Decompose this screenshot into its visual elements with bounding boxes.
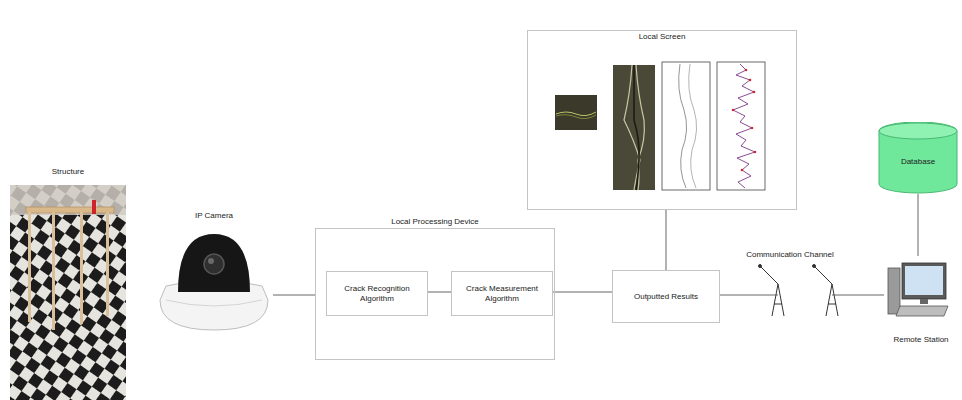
- channel-label: Communication Channel: [735, 250, 845, 260]
- connector-line: [666, 210, 667, 270]
- process-box: Crack Recognition Algorithm: [326, 271, 428, 316]
- connector-line: [720, 295, 884, 296]
- device-group: Crack Recognition Algorithm Crack Measure…: [315, 228, 555, 360]
- connector-line: [553, 292, 612, 293]
- node-text: Structure: [48, 166, 88, 178]
- antenna-symbol: [813, 265, 839, 317]
- camera-node: IP Camera: [155, 210, 273, 330]
- connector-line: [428, 292, 451, 293]
- width-chart: [717, 62, 765, 190]
- node-text: IP Camera: [191, 210, 237, 222]
- screen-panel: Local Screen: [527, 30, 797, 210]
- station-node: Remote Station: [884, 256, 958, 346]
- crack-image: [613, 65, 655, 190]
- database-cylinder: Database: [878, 122, 958, 194]
- cylinder-top: [879, 123, 957, 139]
- node-text: Local Screen: [635, 31, 690, 43]
- node-text: Crack Measurement Algorithm: [452, 283, 552, 304]
- connector-line: [918, 194, 919, 256]
- screen-thumbnail: [555, 95, 597, 130]
- antenna-symbol: [759, 265, 785, 317]
- group-title: Local Processing Device: [387, 216, 483, 228]
- node-text: Crack Recognition Algorithm: [327, 283, 427, 304]
- node-text: Database: [897, 156, 939, 168]
- computer-icon: [888, 263, 948, 316]
- edge-chart: [662, 62, 710, 190]
- connector-line: [273, 295, 315, 296]
- structure-node: Structure: [8, 166, 128, 400]
- dome-camera: [160, 234, 268, 330]
- node-text: Remote Station: [889, 334, 952, 346]
- node-text: Outputted Results: [630, 291, 702, 303]
- structure-photo: [10, 185, 126, 400]
- cylinder-body: [879, 122, 957, 193]
- output-box: Outputted Results: [612, 270, 720, 323]
- process-box: Crack Measurement Algorithm: [451, 271, 553, 316]
